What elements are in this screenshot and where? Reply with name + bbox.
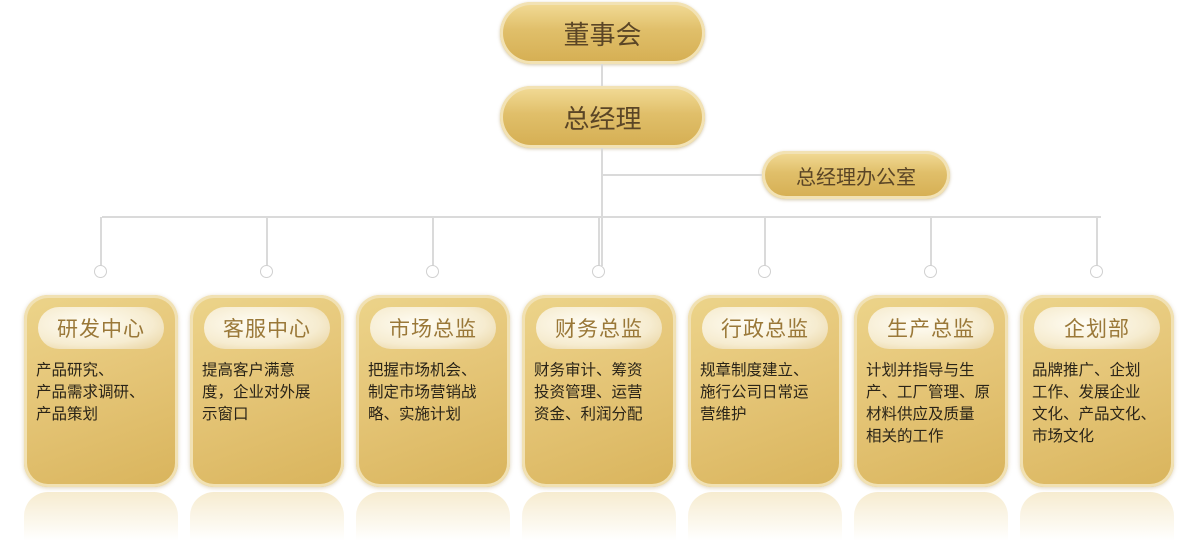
board-node: 董事会 <box>500 2 705 64</box>
connector-drop <box>432 217 434 266</box>
description-line: 示窗口 <box>202 405 249 423</box>
department-description: 把握市场机会、制定市场营销战略、实施计划 <box>368 359 502 425</box>
connector-dot <box>426 265 439 278</box>
description-line: 略、实施计划 <box>368 405 462 423</box>
department-description: 提高客户满意度，企业对外展示窗口 <box>202 359 336 425</box>
description-line: 产品需求调研、 <box>36 383 145 401</box>
card-reflection <box>854 492 1008 541</box>
description-line: 制定市场营销战 <box>368 383 477 401</box>
department-title: 客服中心 <box>204 307 330 349</box>
department-title-text: 研发中心 <box>57 317 145 341</box>
description-line: 规章制度建立、 <box>700 361 809 379</box>
general-manager-node: 总经理 <box>500 86 705 148</box>
department-title-text: 企划部 <box>1064 317 1130 341</box>
description-line: 相关的工作 <box>866 427 944 445</box>
department-card: 企划部 品牌推广、企划工作、发展企业文化、产品文化、市场文化 <box>1020 295 1174 487</box>
connector-drop <box>930 217 932 266</box>
description-line: 产品研究、 <box>36 361 114 379</box>
board-label: 董事会 <box>563 20 642 51</box>
department-description: 财务审计、筹资投资管理、运营资金、利润分配 <box>534 359 668 425</box>
department-title-text: 行政总监 <box>721 317 809 341</box>
department-card: 市场总监 把握市场机会、制定市场营销战略、实施计划 <box>356 295 510 487</box>
connector-dot <box>758 265 771 278</box>
connector-dot <box>260 265 273 278</box>
description-line: 提高客户满意 <box>202 361 296 379</box>
description-line: 文化、产品文化、 <box>1032 405 1157 423</box>
card-reflection <box>190 492 344 541</box>
department-description: 计划并指导与生产、工厂管理、原材料供应及质量相关的工作 <box>866 359 1000 447</box>
department-card: 客服中心 提高客户满意度，企业对外展示窗口 <box>190 295 344 487</box>
department-card: 财务总监 财务审计、筹资投资管理、运营资金、利润分配 <box>522 295 676 487</box>
description-line: 产品策划 <box>36 405 99 423</box>
department-description: 产品研究、产品需求调研、产品策划 <box>36 359 170 425</box>
description-line: 财务审计、筹资 <box>534 361 643 379</box>
connector-drop <box>598 217 600 266</box>
gm-label: 总经理 <box>563 104 642 135</box>
connector-gm-trunk <box>601 148 603 266</box>
connector-drop <box>1096 217 1098 266</box>
department-title: 市场总监 <box>370 307 496 349</box>
connector-dot <box>94 265 107 278</box>
department-title-text: 市场总监 <box>389 317 477 341</box>
department-description: 规章制度建立、施行公司日常运营维护 <box>700 359 834 425</box>
card-reflection <box>522 492 676 541</box>
department-card: 研发中心 产品研究、产品需求调研、产品策划 <box>24 295 178 487</box>
description-line: 材料供应及质量 <box>866 405 975 423</box>
card-reflection <box>24 492 178 541</box>
description-line: 品牌推广、企划 <box>1032 361 1141 379</box>
connector-dot <box>924 265 937 278</box>
description-line: 把握市场机会、 <box>368 361 477 379</box>
description-line: 投资管理、运营 <box>534 383 643 401</box>
description-line: 工作、发展企业 <box>1032 383 1141 401</box>
department-card: 行政总监 规章制度建立、施行公司日常运营维护 <box>688 295 842 487</box>
card-reflection <box>1020 492 1174 541</box>
department-title: 行政总监 <box>702 307 828 349</box>
card-reflection <box>356 492 510 541</box>
description-line: 资金、利润分配 <box>534 405 643 423</box>
connector-drop <box>100 217 102 266</box>
description-line: 施行公司日常运 <box>700 383 809 401</box>
department-description: 品牌推广、企划工作、发展企业文化、产品文化、市场文化 <box>1032 359 1166 447</box>
department-title: 生产总监 <box>868 307 994 349</box>
description-line: 度，企业对外展 <box>202 383 311 401</box>
connector-drop <box>764 217 766 266</box>
connector-horizontal <box>102 216 1101 218</box>
department-card: 生产总监 计划并指导与生产、工厂管理、原材料供应及质量相关的工作 <box>854 295 1008 487</box>
department-title-text: 生产总监 <box>887 317 975 341</box>
department-title-text: 客服中心 <box>223 317 311 341</box>
connector-drop <box>266 217 268 266</box>
department-title: 财务总监 <box>536 307 662 349</box>
connector-dot <box>1090 265 1103 278</box>
connector-dot <box>592 265 605 278</box>
connector-office <box>602 174 762 176</box>
card-reflection <box>688 492 842 541</box>
connector-board-gm <box>601 64 603 86</box>
description-line: 市场文化 <box>1032 427 1095 445</box>
description-line: 计划并指导与生 <box>866 361 975 379</box>
department-title-text: 财务总监 <box>555 317 643 341</box>
gm-office-node: 总经理办公室 <box>762 151 950 199</box>
description-line: 营维护 <box>700 405 747 423</box>
department-title: 企划部 <box>1034 307 1160 349</box>
description-line: 产、工厂管理、原 <box>866 383 991 401</box>
department-title: 研发中心 <box>38 307 164 349</box>
gm-office-label: 总经理办公室 <box>796 164 916 189</box>
